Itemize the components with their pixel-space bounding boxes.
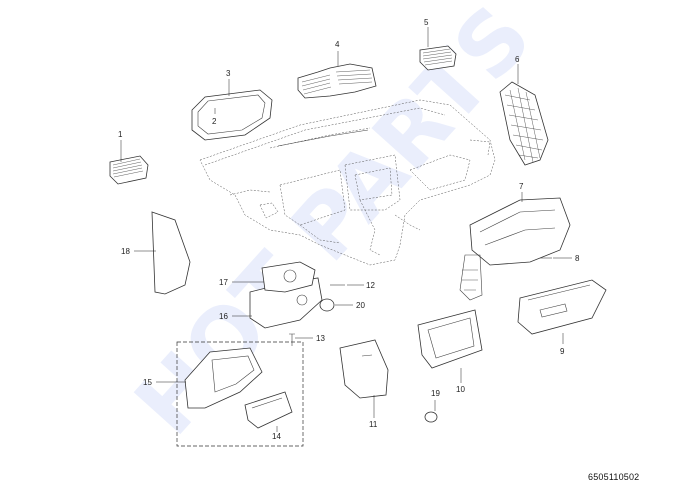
part-1-side-air-vent <box>109 155 149 185</box>
callout-19: 19 <box>431 389 440 398</box>
part-10-center-console-bezel <box>417 309 483 369</box>
part-20-grommet <box>319 298 335 312</box>
part-7-glovebox-housing <box>459 197 571 301</box>
part-5-right-air-vent <box>419 45 457 71</box>
callout-18: 18 <box>121 247 130 256</box>
callout-6: 6 <box>515 55 520 64</box>
leader-lines <box>120 27 572 432</box>
part-14-storage-compartment <box>244 391 293 429</box>
callout-4: 4 <box>335 40 340 49</box>
part-13-screw <box>289 333 295 346</box>
callout-13: 13 <box>316 334 325 343</box>
part-9-glovebox-door <box>517 279 607 335</box>
callout-labels: 1 2 3 4 5 6 7 8 9 10 11 12 13 14 15 16 1… <box>118 18 580 441</box>
callout-16: 16 <box>219 312 228 321</box>
part-17-steering-column-cover <box>261 261 316 293</box>
part-19-clip <box>424 411 438 423</box>
callout-9: 9 <box>560 347 565 356</box>
part-3-instrument-cluster-hood <box>191 89 273 141</box>
callout-15: 15 <box>143 378 152 387</box>
part-6-speaker-grille <box>499 81 549 166</box>
part-18-side-trim-panel <box>151 211 191 295</box>
callout-20: 20 <box>356 301 365 310</box>
part-15-lower-trim-assembly <box>176 341 304 447</box>
callout-12: 12 <box>366 281 375 290</box>
part-11-lower-center-panel <box>339 339 389 399</box>
callout-2: 2 <box>212 117 217 126</box>
diagram-reference-code: 6505110502 <box>588 472 640 482</box>
callout-14: 14 <box>272 432 281 441</box>
callout-17: 17 <box>219 278 228 287</box>
callout-10: 10 <box>456 385 465 394</box>
callout-3: 3 <box>226 69 231 78</box>
part-4-center-air-vents <box>297 63 377 99</box>
callout-8: 8 <box>575 254 580 263</box>
callout-7: 7 <box>519 182 524 191</box>
instrument-panel-outline <box>199 99 496 266</box>
callout-5: 5 <box>424 18 429 27</box>
callout-11: 11 <box>369 420 378 429</box>
callout-1: 1 <box>118 130 123 139</box>
